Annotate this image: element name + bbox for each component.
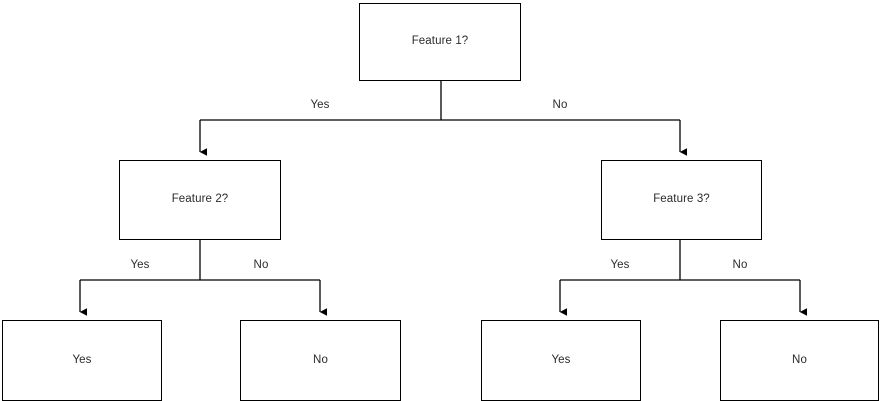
node-leaf-no-right[interactable]: No: [720, 320, 879, 401]
connector-feature2-to-leaves: [79, 240, 327, 316]
edge-label-feature2-no: No: [250, 259, 272, 271]
node-leaf-no-left[interactable]: No: [240, 320, 401, 401]
node-leaf-yes-right[interactable]: Yes: [481, 320, 641, 401]
node-label: No: [313, 353, 328, 366]
node-feature-2[interactable]: Feature 2?: [119, 160, 281, 240]
connector-feature3-to-leaves: [559, 240, 807, 316]
node-label: Yes: [72, 353, 92, 366]
edge-label-feature3-yes: Yes: [607, 259, 633, 271]
node-label: Feature 1?: [411, 35, 469, 48]
edge-label-root-no: No: [549, 99, 571, 111]
node-label: No: [792, 353, 807, 366]
node-label: Feature 2?: [171, 193, 229, 206]
node-leaf-yes-left[interactable]: Yes: [2, 320, 162, 401]
connector-root-to-children: [199, 81, 687, 156]
edge-label-feature3-no: No: [729, 259, 751, 271]
node-label: Feature 3?: [653, 193, 710, 206]
edge-label-feature2-yes: Yes: [127, 259, 153, 271]
node-feature-3[interactable]: Feature 3?: [601, 160, 762, 240]
edge-label-root-yes: Yes: [307, 99, 333, 111]
node-feature-1[interactable]: Feature 1?: [359, 3, 521, 81]
node-label: Yes: [551, 353, 571, 366]
